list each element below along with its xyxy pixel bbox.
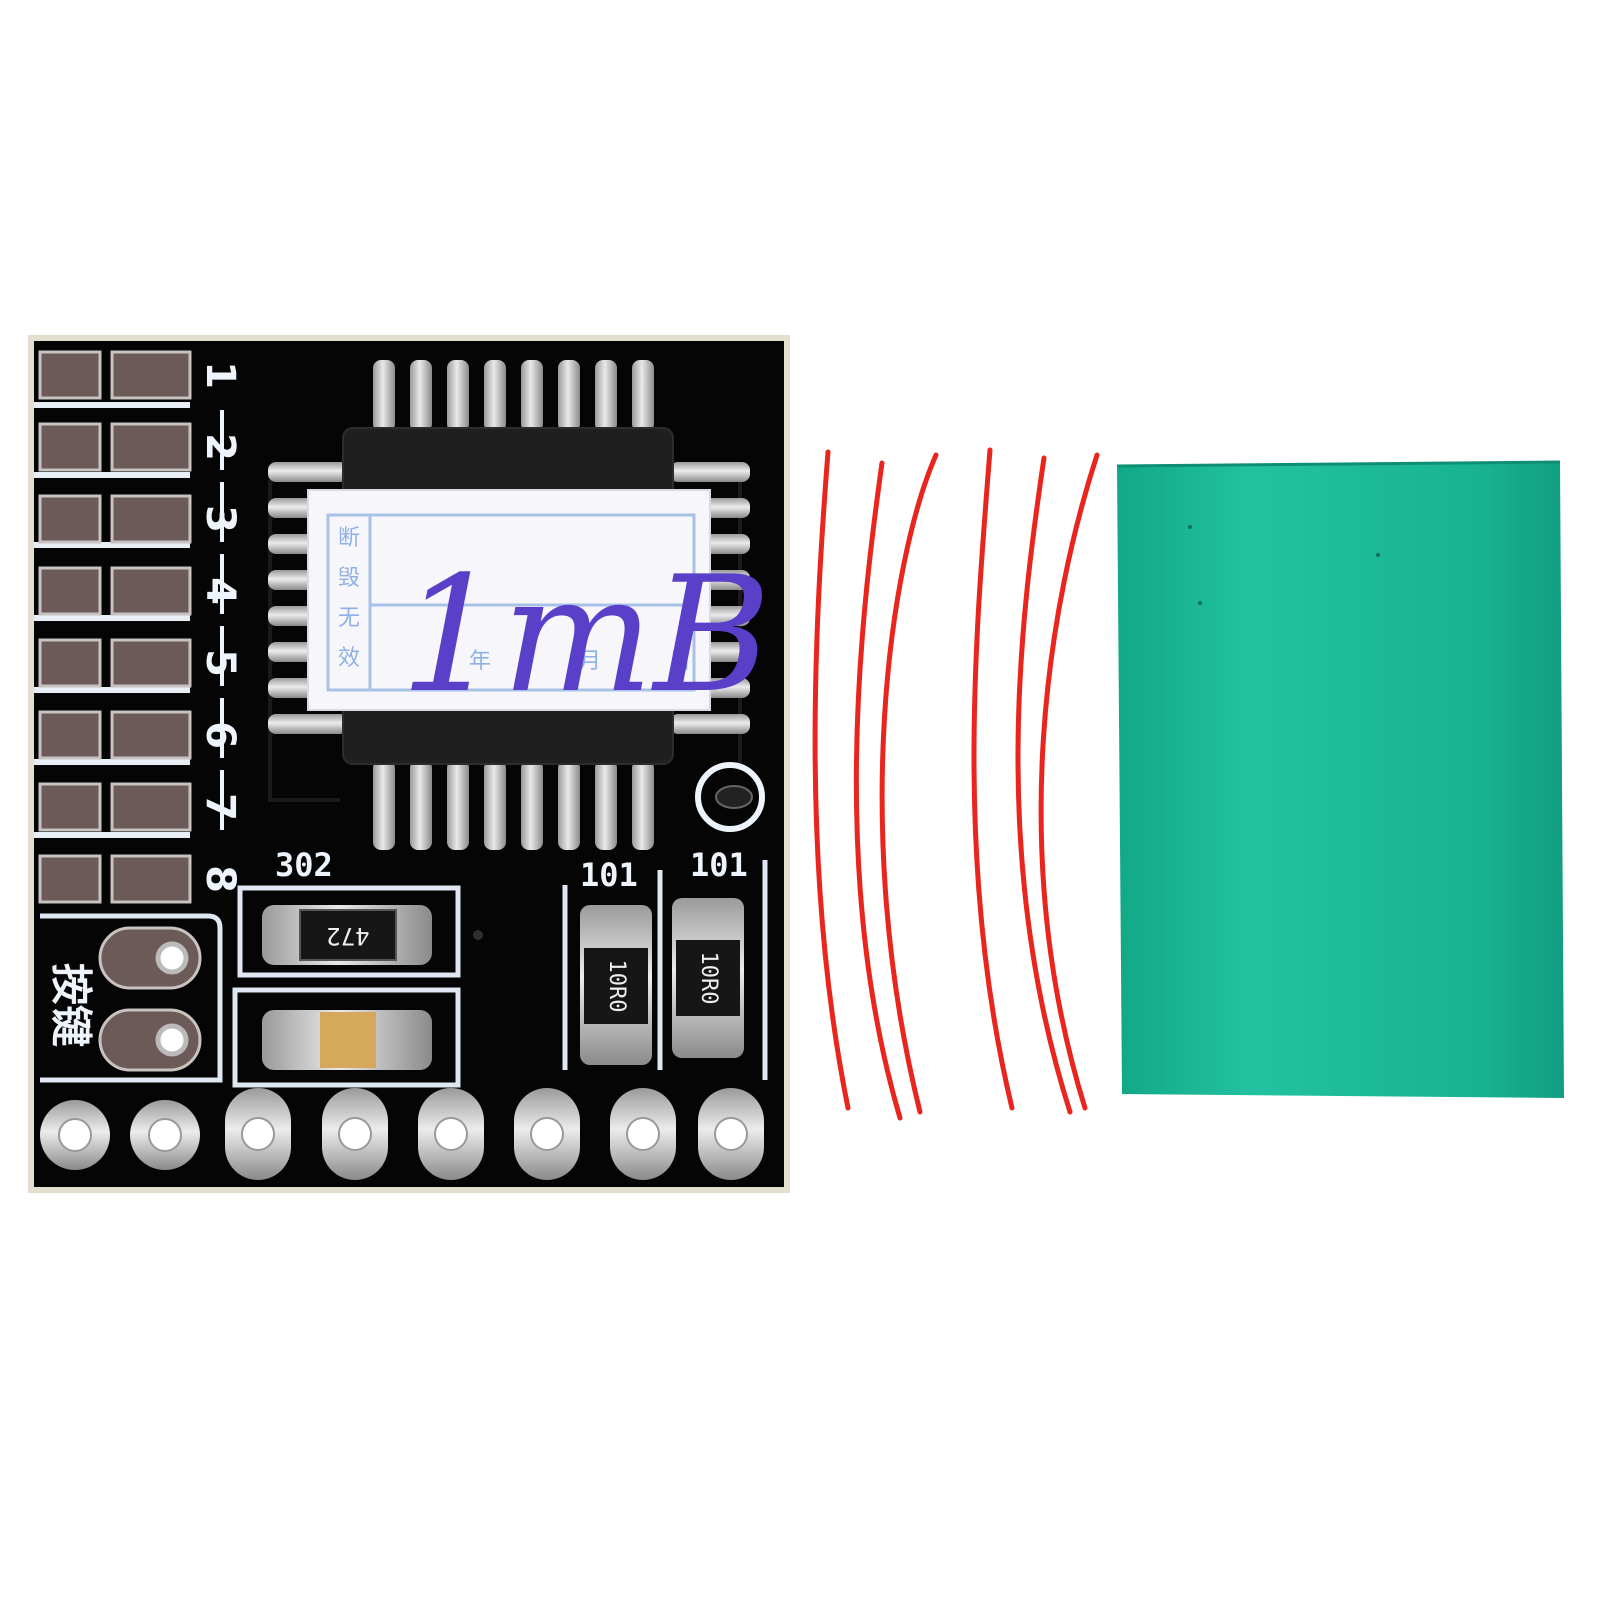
red-wires [812, 447, 1100, 1121]
resistor-472: 472 [262, 905, 432, 965]
button-pads-outline [40, 913, 223, 1083]
sticker-year-text: 年 [469, 649, 491, 674]
sticker-day-text: 日 [669, 649, 691, 674]
sticker-month-text: 月 [579, 649, 601, 674]
red-wire-3 [879, 452, 939, 1115]
resistor-10r0-a: 10R0 [580, 905, 652, 1065]
resistor-outlines-101 [562, 860, 768, 1080]
button-label: 按键 [47, 963, 96, 1047]
button-pads: 按键 [47, 926, 202, 1072]
pcb-board: 1 2 3 4 5 6 7 8 按键 [28, 335, 790, 1193]
red-wire-2 [853, 460, 903, 1121]
pad-number-8: 8 [197, 865, 243, 893]
sticker-side-text-3: 无 [338, 606, 360, 631]
solder-pad-row-2 [38, 422, 192, 472]
red-wire-6 [1038, 452, 1100, 1111]
solder-pad-row-4 [38, 566, 192, 616]
microcontroller-chip: 断 毁 无 效 年 月 日 1mB [268, 360, 771, 850]
resistor-10r0-b: 10R0 [672, 898, 744, 1058]
solder-pad-row-1 [38, 350, 192, 400]
resistor-label-302: 302 [275, 846, 333, 884]
solder-pad-row-5 [38, 638, 192, 688]
capacitor-outline [232, 987, 461, 1088]
red-wire-5 [1015, 455, 1073, 1115]
pad-number-1: 1 [197, 361, 243, 389]
chip-pins-bottom [373, 760, 654, 850]
red-wire-1 [812, 449, 851, 1111]
solder-pad-row-8 [38, 854, 192, 904]
pad-divider-lines [34, 402, 190, 838]
via [473, 930, 483, 940]
resistor-marking-472: 472 [326, 922, 369, 950]
resistor-label-101-b: 101 [690, 846, 748, 884]
resistor-marking-10r0-a: 10R0 [604, 960, 629, 1013]
capacitor [262, 1010, 432, 1070]
solder-pad-row-3 [38, 494, 192, 544]
solder-pad-column [38, 350, 192, 904]
heat-shrink-tube [1116, 460, 1564, 1098]
through-hole-pads [40, 1088, 764, 1180]
resistor-outline-302 [237, 885, 461, 978]
red-wire-4 [971, 447, 1015, 1111]
sticker-side-text-2: 毁 [338, 566, 360, 591]
sticker-handwriting: 1mB [400, 541, 771, 728]
solder-pad-row-6 [38, 710, 192, 760]
chip-pins-top [373, 360, 654, 432]
resistor-label-101-a: 101 [580, 856, 638, 894]
resistor-marking-10r0-b: 10R0 [696, 952, 721, 1005]
solder-pad-row-7 [38, 782, 192, 832]
mounting-hole [715, 785, 753, 809]
pad-number-labels: 1 2 3 4 5 6 7 8 [197, 361, 243, 893]
warranty-sticker: 断 毁 无 效 年 月 日 1mB [307, 489, 771, 728]
sticker-side-text-1: 断 [338, 526, 360, 551]
sticker-side-text-4: 效 [338, 646, 360, 671]
